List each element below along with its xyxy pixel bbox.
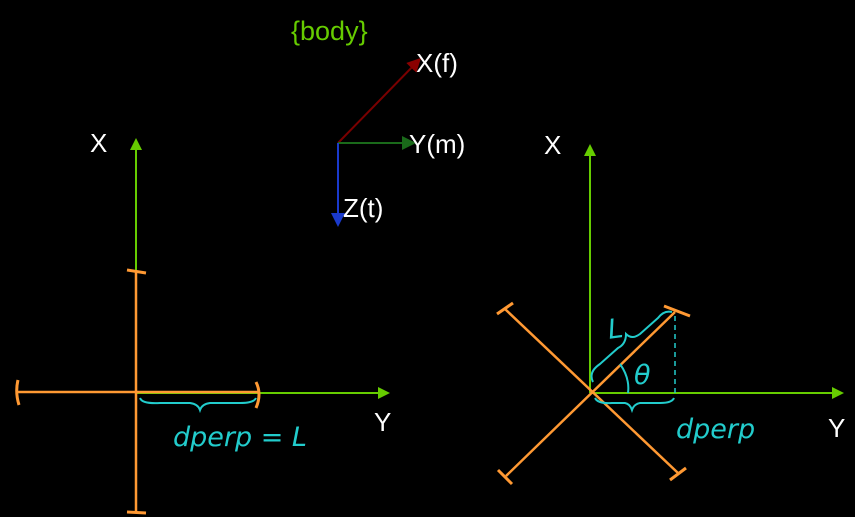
rod-cap (496, 468, 514, 486)
right-dperp-brace (594, 397, 675, 414)
body-x-label: X(f) (416, 48, 458, 78)
rod-cap (669, 466, 687, 482)
rod-cap (15, 379, 21, 406)
body-z-label: Z(t) (343, 193, 383, 223)
left-diagram: X Y dperp = L (15, 128, 391, 515)
rod-cap (663, 304, 691, 318)
right-rod-diagonal-2 (505, 311, 676, 477)
rod-cap (496, 301, 514, 316)
rod-cap (254, 381, 261, 409)
right-length-brace (590, 310, 673, 383)
body-y-label: Y(m) (409, 129, 465, 159)
left-y-label: Y (374, 407, 391, 437)
right-length-label: L (606, 313, 625, 346)
right-y-label: Y (828, 413, 845, 443)
body-x-arrow (337, 57, 422, 144)
body-frame: {body} X(f) Y(m) Z(t) (291, 16, 465, 227)
left-dperp-label: dperp = L (173, 422, 307, 453)
left-dperp-brace (139, 397, 257, 414)
right-diagram: X Y L θ dperp (496, 130, 845, 486)
left-x-label: X (90, 128, 107, 158)
right-angle-arc (619, 363, 630, 394)
right-rod-diagonal-1 (504, 308, 679, 474)
right-angle-label: θ (634, 360, 651, 391)
rod-cap (126, 510, 147, 515)
right-dperp-label: dperp (676, 414, 755, 445)
body-frame-title: {body} (291, 16, 368, 46)
right-x-label: X (544, 130, 561, 160)
rod-cap (126, 268, 147, 275)
